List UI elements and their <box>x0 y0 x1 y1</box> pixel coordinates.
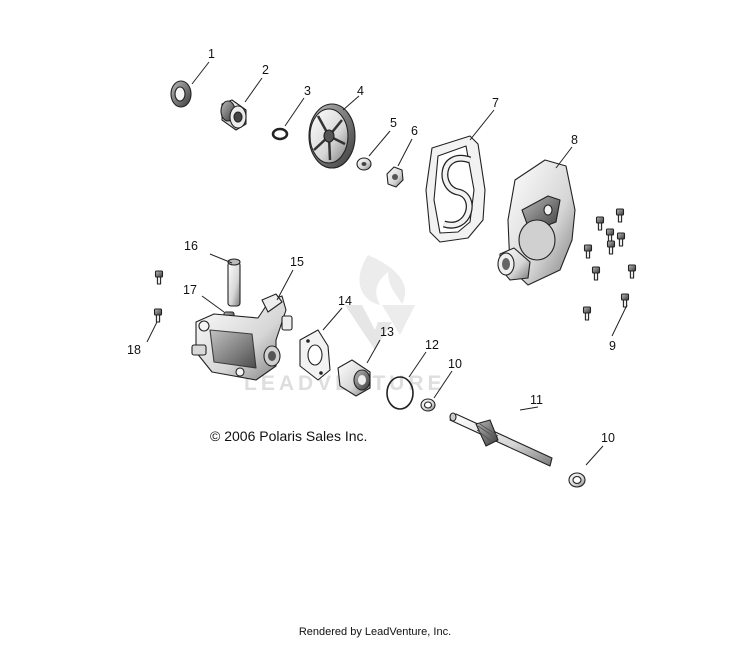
callout-14: 14 <box>338 294 352 308</box>
copyright-notice: © 2006 Polaris Sales Inc. <box>210 428 368 444</box>
callout-1: 1 <box>208 47 215 61</box>
watermark-logo: LEADVENTURE <box>244 255 442 395</box>
part-18-bolts <box>153 270 164 323</box>
part-10-washer-lower <box>568 472 586 488</box>
part-7-gasket <box>425 135 486 243</box>
part-10-washer-upper <box>420 398 436 412</box>
part-6-nut <box>386 166 404 188</box>
callout-6: 6 <box>411 124 418 138</box>
part-4-impeller <box>308 103 356 169</box>
callout-12: 12 <box>425 338 439 352</box>
part-5-washer <box>356 157 372 171</box>
part-3-o-ring <box>271 127 289 141</box>
callout-9: 9 <box>609 339 616 353</box>
callout-4: 4 <box>357 84 364 98</box>
callout-2: 2 <box>262 63 269 77</box>
callout-16: 16 <box>184 239 198 253</box>
callout-18: 18 <box>127 343 141 357</box>
part-16-hose <box>227 258 241 307</box>
callout-15: 15 <box>290 255 304 269</box>
part-2-bearing <box>220 99 247 131</box>
callout-5: 5 <box>390 116 397 130</box>
callout-10-lower: 10 <box>601 431 615 445</box>
callout-10-upper: 10 <box>448 357 462 371</box>
part-11-shaft <box>449 412 553 467</box>
part-1-seal <box>170 80 192 108</box>
render-credit: Rendered by LeadVenture, Inc. <box>298 626 452 638</box>
callout-3: 3 <box>304 84 311 98</box>
callout-11: 11 <box>530 393 543 407</box>
part-15-pump-housing <box>191 293 293 381</box>
callout-labels: 1 2 3 4 5 6 7 8 9 10 10 11 12 13 14 15 1… <box>127 47 616 445</box>
part-9-bolts <box>582 208 637 321</box>
callout-13: 13 <box>380 325 394 339</box>
callout-17: 17 <box>183 283 197 297</box>
leader-lines <box>146 61 628 466</box>
part-13-bushing <box>337 359 371 397</box>
callout-7: 7 <box>492 96 499 110</box>
part-14-gasket <box>299 329 331 381</box>
part-12-o-ring <box>386 376 414 410</box>
part-8-pump-cover <box>497 159 576 286</box>
callout-8: 8 <box>571 133 578 147</box>
